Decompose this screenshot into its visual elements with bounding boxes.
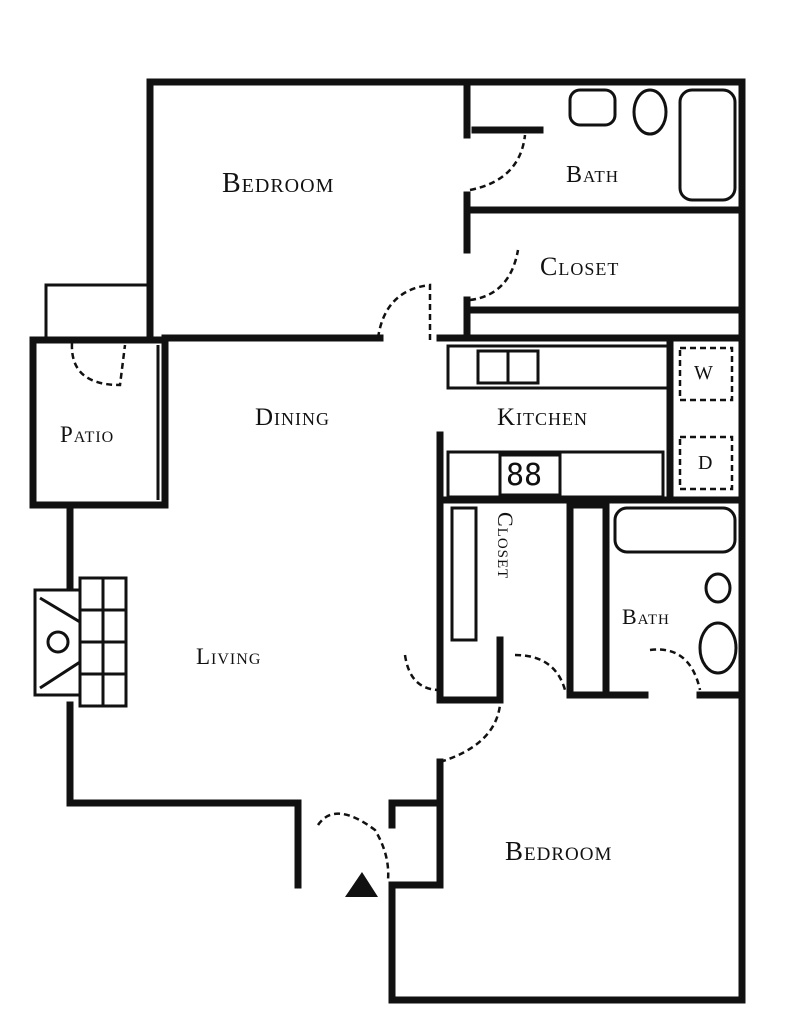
fireplace [33,588,82,697]
outer-wall-north [146,78,746,1004]
kitchen-range [498,453,562,497]
door-swing-bedroom-bottom [439,704,502,764]
bathtub-mid [613,506,737,554]
label-patio: Patio [60,422,115,447]
toilet-top [632,88,668,136]
label-bedroom-top: Bedroom [222,168,335,199]
door-swing-bedroom-top [376,283,432,340]
label-bath-top: Bath [566,162,620,188]
bathtub-top [678,88,737,202]
label-bath-mid: Bath [622,604,670,629]
label-range: 88 [506,458,543,493]
label-living: Living [196,644,262,669]
label-bedroom-bottom: Bedroom [505,836,613,866]
label-closet-mid: Closet [493,512,518,580]
washer-box [678,346,734,402]
door-swing-patio [70,342,127,387]
label-dining: Dining [255,404,331,431]
sink-top [568,88,617,127]
closet-shelf [450,506,478,642]
dryer-box [678,435,734,491]
patio-storage [44,283,152,342]
door-swing-bath-top [469,134,527,192]
entry-wall [388,799,444,889]
toilet-mid [698,621,738,675]
door-swing-bath-mid-2 [649,648,702,691]
entry-arrow-icon [345,872,378,897]
outer-wall-south [66,701,302,889]
outer-wall-west [66,334,384,589]
door-swing-bath-mid [514,653,567,691]
bath-chase [566,501,610,699]
label-kitchen: Kitchen [497,404,589,431]
fireplace-grate [46,630,70,654]
sink-mid [704,572,732,604]
door-swing-entry [316,812,390,881]
door-swing-closet-top [469,249,520,302]
door-swing-closet-mid [403,654,441,692]
label-washer: W [694,362,714,384]
label-dryer: D [698,452,714,474]
label-closet-top: Closet [540,252,620,281]
